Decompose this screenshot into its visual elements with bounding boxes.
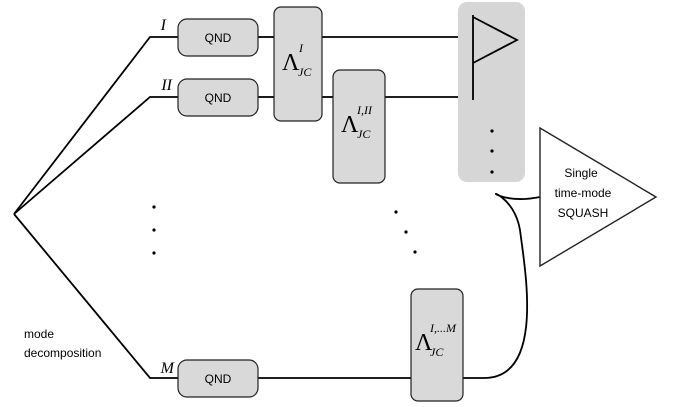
- squash-triangle: Single time-mode SQUASH: [539, 126, 658, 268]
- channel-symbol-M: Λ: [415, 330, 433, 356]
- qnd-box-I: QND: [177, 18, 259, 57]
- mode-label-M: M: [160, 360, 176, 377]
- decomposition-label-line1: mode: [24, 327, 54, 341]
- branch-line-II: [13, 96, 178, 215]
- channel-box-II: Λ I,II JC: [332, 69, 386, 184]
- panel-dot: [490, 149, 494, 153]
- squash-label-line2: time-mode: [555, 186, 612, 200]
- channel-symbol-I: Λ: [282, 50, 300, 76]
- wire-M-to-squash: [463, 192, 541, 379]
- mode-ellipsis: [152, 205, 156, 255]
- squash-label-line1: Single: [564, 166, 598, 180]
- channel-sup-M: I,...M: [429, 321, 457, 335]
- panel-dot: [490, 129, 494, 133]
- channel-box-M: Λ I,...M JC: [410, 288, 464, 402]
- channel-sub-I: JC: [298, 65, 312, 79]
- flag-icon: [472, 15, 519, 100]
- channel-sub-M: JC: [430, 345, 444, 359]
- qnd-label-I: QND: [205, 31, 232, 45]
- mode-label-II: II: [160, 77, 172, 94]
- mode-label-I: I: [160, 17, 167, 34]
- qnd-box-M: QND: [177, 359, 259, 398]
- channel-box-I: Λ I JC: [273, 6, 323, 122]
- signal-wires: [258, 36, 541, 379]
- qnd-label-M: QND: [205, 372, 232, 386]
- qnd-box-II: QND: [177, 78, 259, 117]
- mode-decomposition-lines: [13, 36, 178, 379]
- branch-line-M: [13, 213, 178, 379]
- channel-sup-I: I: [298, 41, 304, 55]
- channel-sub-II: JC: [357, 127, 371, 141]
- branch-line-I: [13, 36, 178, 215]
- channel-ellipsis: [394, 210, 417, 254]
- detector-panel: [458, 2, 525, 182]
- channel-sup-II: I,II: [356, 103, 373, 117]
- squash-label-line3: SQUASH: [558, 206, 609, 220]
- decomposition-label-line2: decomposition: [24, 346, 101, 360]
- qnd-label-II: QND: [205, 91, 232, 105]
- panel-dot: [490, 170, 494, 174]
- channel-symbol-II: Λ: [341, 112, 359, 138]
